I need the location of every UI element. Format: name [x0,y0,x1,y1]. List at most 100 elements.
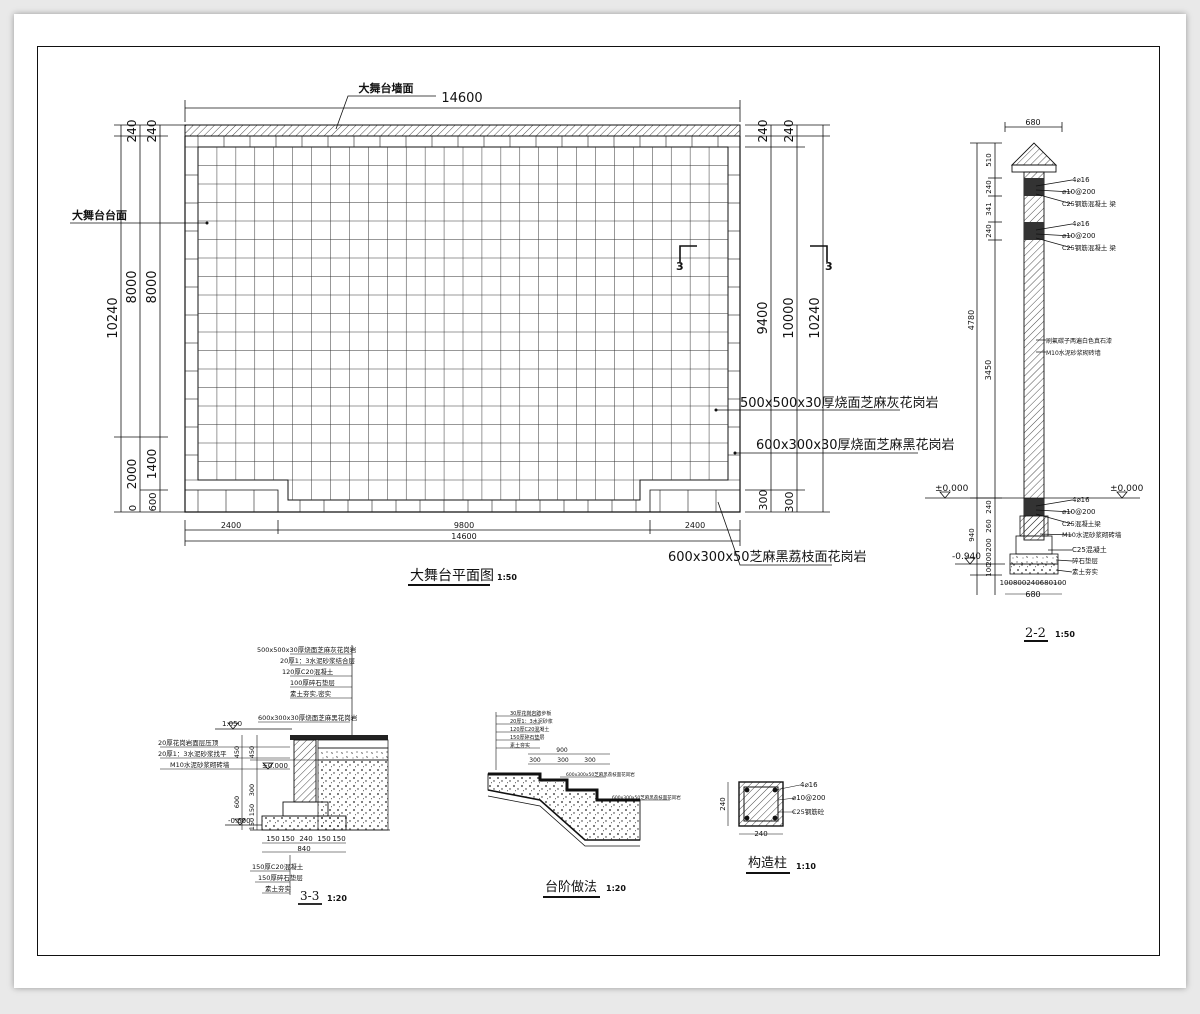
plan-bottom-total: 14600 [451,532,476,541]
steps-note-step1: 600x300x50芝麻黑荔枝面花岗岩 [566,771,635,778]
s22-level-zero-right: ±0.000 [1110,484,1144,494]
s22-dim-341: 341 [985,202,993,215]
s33-vdim-3: 300 [248,784,256,796]
stage-wall [184,124,741,137]
column-shaft [1023,171,1045,541]
stage-plan: 14600 大舞台墙面 大舞台台面 10240 240 8000 2000 0 … [70,81,955,586]
s22-concrete-1: C25钢筋混凝土 梁 [1062,199,1116,208]
column-dim-h: 240 [719,797,727,810]
plan-left-dim-a0: 240 [125,120,139,143]
paving-grid [198,147,728,500]
steps-dim-3: 300 [584,757,596,764]
plan-left-dim-a3: 0 [128,505,139,511]
plan-bottom-dim-2: 2400 [685,521,705,530]
s33-note-top-4: 素土夯实,密实 [290,689,332,698]
plan-left-dims [114,124,185,513]
steps-note-0: 30厚花岗岩踏步板 [510,710,551,717]
s22-dim-940: 940 [968,528,976,541]
s22-rebar-3: 4⌀16 [1072,496,1090,504]
s22-dim-200b: 200 [985,552,993,565]
s33-vdim-4: 150 [248,804,256,816]
steps-treads [488,772,640,802]
plan-bottom-dims [184,520,741,546]
s22-rebar-2: 4⌀16 [1072,220,1090,228]
s33-note-top-0: 500x500x30厚烧面芝麻灰花岗岩 [257,645,357,654]
plan-title: 大舞台平面图 [410,568,494,584]
steps-detail: 30厚花岗岩踏步板 20厚1：3水泥砂浆 120厚C20混凝土 150厚碎石垫层… [487,710,681,898]
s22-base-note-2: C25混凝土 [1072,545,1107,554]
steps-dim-2: 300 [557,757,569,764]
steps-dim-0: 900 [556,747,568,754]
s33-wall [293,739,317,803]
drawing-frame [37,46,1160,956]
plan-right-dim-0: 240 [756,120,770,143]
s22-dim-3450: 3450 [984,360,993,380]
plan-bottom-dim-0: 2400 [221,521,241,530]
plan-left-dim-a1: 8000 [125,270,140,303]
s33-note-top-2: 120厚C20混凝土 [282,667,334,676]
column-cap [1010,142,1058,166]
s33-bdim-4: 150 [332,835,345,843]
stage-step-right [649,489,740,512]
plan-left-dim-b1: 8000 [145,270,160,303]
plan-section-mark-left: 3 [676,260,684,273]
s33-concrete [317,747,389,761]
s22-dim-510: 510 [985,153,993,166]
s22-bottom-dims: 100800240680100 [1000,579,1067,587]
s33-vdim-2: 600 [233,796,241,808]
steps-note-4: 素土夯实 [510,742,530,749]
s22-top-dim: 680 [1025,118,1040,127]
plan-material-3: 600x300x50芝麻黑荔枝面花岗岩 [668,549,867,565]
s33-vdim-5: 150 [248,818,256,830]
footing-concrete [1009,553,1059,565]
s22-level-neg: -0.940 [952,552,981,562]
plan-material-1: 500x500x30厚烧面芝麻灰花岗岩 [740,395,939,411]
s22-base-note-0: C25混凝土梁 [1062,519,1101,528]
plan-wall-label: 大舞台墙面 [359,81,414,95]
steps-note-3: 150厚碎石垫层 [510,734,545,741]
s22-title: 2-2 [1025,626,1046,641]
s33-note-top-1: 20厚1：3水泥砂浆结合层 [280,656,356,665]
s22-dim-100: 100 [985,563,993,576]
s33-paving [290,735,388,740]
plan-right-dim-4: 10240 [808,297,823,338]
s33-note-mid: 600x300x30厚烧面芝麻黑花岗岩 [258,713,358,722]
s33-note-bottom-0: 150厚C20混凝土 [252,862,304,871]
steps-title: 台阶做法 [545,880,597,895]
s33-vdim-0: 450 [233,746,241,758]
s33-note-left-2: M10水泥砂浆砌砖墙 [170,760,230,769]
s33-bdim-1: 150 [281,835,294,843]
s33-note-left-0: 20厚花岗岩面层压顶 [158,738,219,747]
plan-right-dim-2: 9400 [756,301,771,334]
column-stirrup: ⌀10@200 [792,794,825,802]
plan-left-dim-b3: 600 [148,492,159,511]
s33-note-top-3: 100厚碎石垫层 [290,678,335,687]
s22-stirrup-1: ⌀10@200 [1062,188,1095,196]
s22-dim-260: 260 [985,519,993,532]
plan-right-dim-1: 240 [782,120,796,143]
steps-note-1: 20厚1：3水泥砂浆 [510,718,553,725]
s22-bottom-dim: 680 [1025,590,1040,599]
column-detail: 4⌀16 ⌀10@200 C25钢筋砼 240 240 构造柱 1:10 [719,781,825,874]
s22-level-zero-left: ±0.000 [935,484,969,494]
s33-title: 3-3 [300,889,319,903]
stage-outline [184,136,741,513]
s33-note-bottom-1: 150厚碎石垫层 [258,873,303,882]
steps-note-2: 120厚C20混凝土 [510,726,549,733]
plan-left-dim-a2: 2000 [125,459,139,490]
footing-gravel [1009,563,1059,575]
plan-right-dim-6: 300 [783,492,796,513]
s22-base-note-3: 碎石垫层 [1072,556,1099,565]
s33-gravel [317,759,389,831]
s22-dim-4780: 4780 [967,310,976,330]
stage-step-left [185,489,279,512]
s33-bdim-3: 150 [317,835,330,843]
ground-beam [1024,498,1044,516]
plan-scale: 1:50 [497,573,517,582]
column-scale: 1:10 [796,862,816,871]
s33-level-2: -0.600 [228,817,251,825]
s33-level-1: ±0.000 [262,762,288,770]
s33-vdim-1: 450 [248,746,256,758]
ring-beam-2 [1024,222,1044,240]
